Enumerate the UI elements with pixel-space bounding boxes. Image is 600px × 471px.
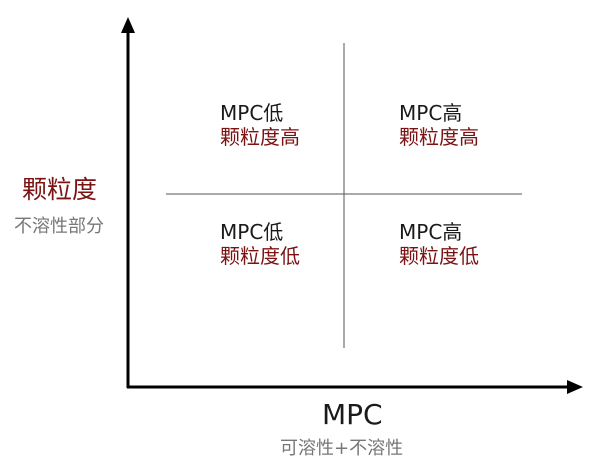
quadrant-bottom-right: MPC高 颗粒度低 xyxy=(399,220,479,268)
y-axis-subtitle: 不溶性部分 xyxy=(14,216,104,237)
x-axis-subtitle: 可溶性+不溶性 xyxy=(280,438,404,459)
x-axis-title: MPC xyxy=(322,398,383,431)
quadrant-bottom-left-line2: 颗粒度低 xyxy=(220,244,300,268)
x-axis-arrowhead xyxy=(567,380,583,394)
quadrant-top-right: MPC高 颗粒度高 xyxy=(399,101,479,149)
quadrant-top-right-line1: MPC高 xyxy=(399,101,463,125)
quadrant-bottom-right-line2: 颗粒度低 xyxy=(399,244,479,268)
quadrant-bottom-right-line1: MPC高 xyxy=(399,220,463,244)
quadrant-top-right-line2: 颗粒度高 xyxy=(399,125,479,149)
quadrant-top-left-line2: 颗粒度高 xyxy=(220,125,300,149)
y-axis-title: 颗粒度 xyxy=(22,175,98,204)
y-axis-arrowhead xyxy=(121,17,135,33)
quadrant-bottom-left: MPC低 颗粒度低 xyxy=(220,220,300,268)
quadrant-top-left-line1: MPC低 xyxy=(220,101,284,125)
quadrant-top-left: MPC低 颗粒度高 xyxy=(220,101,300,149)
quadrant-bottom-left-line1: MPC低 xyxy=(220,220,284,244)
